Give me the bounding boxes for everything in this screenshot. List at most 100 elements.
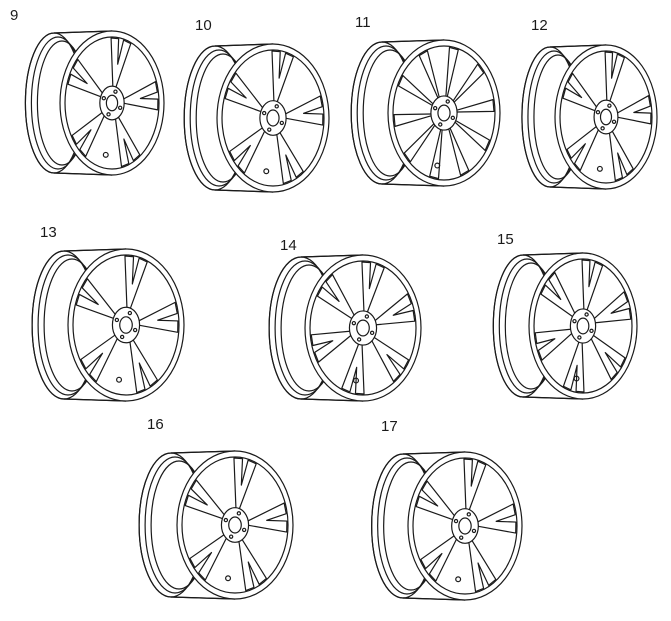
wheel-17-spoke <box>420 535 457 582</box>
wheel-13-spoke <box>138 301 179 333</box>
wheel-9-spoke <box>67 58 103 98</box>
wheel-label-12: 12 <box>531 17 548 34</box>
wheel-label-15: 15 <box>497 231 514 248</box>
wheel-11-spoke <box>445 46 459 97</box>
wheel-10 <box>183 43 330 193</box>
wheel-11-valve-stem <box>434 162 441 169</box>
wheel-16-hub <box>220 507 250 543</box>
wheel-9-hub <box>99 85 125 121</box>
wheel-16-barrel-edge <box>170 596 236 600</box>
wheel-16-spoke <box>247 502 288 533</box>
wheel-12-spoke <box>562 72 597 112</box>
wheel-label-17: 17 <box>381 418 398 435</box>
wheel-15-hub <box>569 308 597 344</box>
wheel-10-spoke <box>285 95 324 126</box>
wheel-15-spoke <box>581 259 604 311</box>
wheel-12-lug-hole <box>595 110 601 115</box>
wheel-9-inner-rim <box>64 36 160 170</box>
wheel-12-spoke <box>566 126 599 171</box>
wheel-10-lug-hole <box>279 120 285 126</box>
wheel-label-14: 14 <box>280 237 297 254</box>
wheel-17-hub <box>451 508 479 544</box>
wheel-9-valve-stem <box>102 151 109 158</box>
wheel-14-spoke <box>310 330 352 363</box>
wheel-16-inner-rim <box>181 456 289 594</box>
wheel-14 <box>268 254 422 402</box>
wheel-16-spoke <box>238 539 267 592</box>
wheel-10-spoke <box>224 72 264 113</box>
wheel-14-barrel-edge <box>300 254 364 258</box>
wheel-14-center-bore <box>356 319 370 337</box>
wheel-13-lug-hole <box>127 310 133 316</box>
wheel-13-spoke <box>80 334 118 383</box>
wheel-11-lug-hole <box>438 122 443 127</box>
wheel-11-inner-rim <box>392 45 496 181</box>
wheel-11-spoke <box>452 63 485 103</box>
wheel-9-lug-hole <box>101 96 107 101</box>
wheel-14-inner-rim <box>309 260 417 396</box>
wheel-16-lug-hole <box>228 534 234 539</box>
wheel-13-lug-hole <box>119 334 125 340</box>
wheel-12-spoke <box>608 130 634 182</box>
wheel-17-valve-stem <box>455 576 462 583</box>
wheel-10-spoke <box>229 127 266 174</box>
wheel-13-hub <box>111 306 141 344</box>
wheel-11-barrel-edge <box>381 183 445 187</box>
wheel-10-spoke <box>276 132 304 185</box>
wheel-12-lug-hole <box>611 119 617 124</box>
wheel-16-lug-hole <box>223 517 229 523</box>
wheel-15-spoke <box>593 291 632 324</box>
wheel-13-spoke <box>129 339 158 394</box>
wheel-11-lug-hole <box>445 99 450 104</box>
wheel-12-barrel-edge <box>549 44 607 48</box>
wheel-10-valve-stem <box>263 168 270 175</box>
wheel-13-center-bore <box>119 316 133 334</box>
wheel-11-lug-hole <box>450 115 456 121</box>
wheel-16 <box>138 450 294 600</box>
wheel-10-lug-hole <box>274 104 279 109</box>
wheel-16-center-bore <box>228 516 242 534</box>
wheel-14-lug-hole <box>369 330 375 336</box>
wheel-10-barrel-edge <box>214 189 274 193</box>
wheel-17-spoke <box>468 540 497 593</box>
wheel-label-16: 16 <box>147 416 164 433</box>
wheel-17-barrel-edge <box>402 597 466 601</box>
wheel-11-spoke <box>448 127 470 176</box>
wheel-14-spoke <box>371 337 410 383</box>
wheel-17 <box>371 451 523 601</box>
wheel-label-9: 9 <box>10 7 19 24</box>
wheel-15-spoke <box>540 271 576 317</box>
wheel-17-lug-hole <box>471 528 477 534</box>
wheel-11-barrel-edge <box>381 39 445 43</box>
wheel-label-13: 13 <box>40 224 57 241</box>
wheel-10-lug-hole <box>267 127 272 132</box>
wheel-12-inner-rim <box>559 50 653 184</box>
wheel-15-barrel-edge <box>522 396 584 400</box>
wheel-9-lug-hole <box>113 89 118 94</box>
wheel-9-lug-hole <box>117 105 123 110</box>
wheel-17-spoke <box>477 503 517 534</box>
wheel-10-inner-rim <box>221 49 325 187</box>
wheel-10-lug-hole <box>261 110 267 116</box>
wheel-16-spoke <box>233 457 257 509</box>
wheel-16-lug-hole <box>236 511 242 516</box>
wheel-14-lug-hole <box>356 337 362 342</box>
wheel-15 <box>492 252 638 400</box>
wheel-14-spoke <box>316 273 355 319</box>
wheel-9-spoke <box>114 116 141 168</box>
wheel-15-lug-hole <box>584 312 589 317</box>
wheel-14-lug-hole <box>364 314 370 319</box>
wheel-15-center-bore <box>576 317 590 335</box>
wheel-12 <box>521 44 658 190</box>
wheel-10-center-bore <box>266 109 280 127</box>
wheel-11-hub <box>430 95 458 131</box>
wheel-10-barrel-edge <box>214 43 274 47</box>
wheel-13-inner-rim <box>72 254 180 396</box>
wheel-label-10: 10 <box>195 17 212 34</box>
wheel-15-spoke <box>590 335 626 381</box>
wheel-10-hub <box>259 100 287 136</box>
wheel-15-lug-hole <box>577 335 582 340</box>
wheel-17-center-bore <box>458 517 472 535</box>
wheel-17-spoke <box>463 458 487 510</box>
